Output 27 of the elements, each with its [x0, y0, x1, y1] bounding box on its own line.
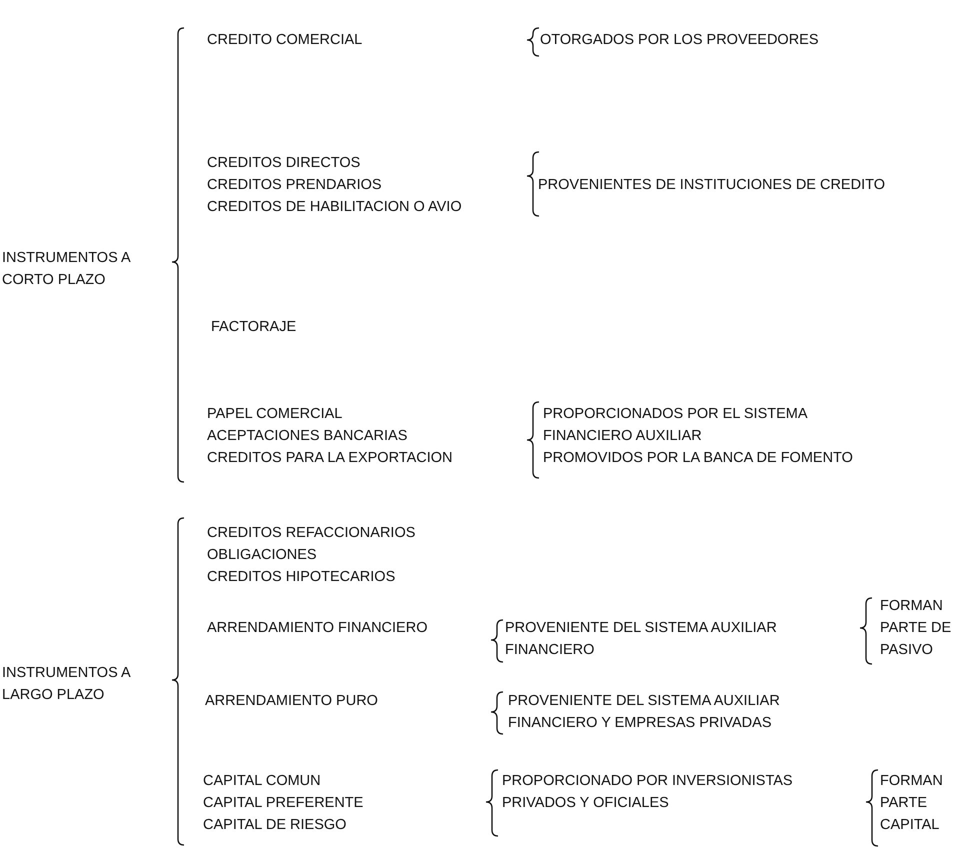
note-label: PROPORCIONADO POR INVERSIONISTAS PRIVADOS Y OFICIALES	[502, 772, 794, 813]
item-label: PAPEL COMERCIAL	[207, 405, 342, 424]
heading-label: INSTRUMENTOS A LARGO PLAZO	[2, 664, 132, 705]
item-label: CAPITAL DE RIESGO	[203, 816, 346, 835]
item-label: ARRENDAMIENTO FINANCIERO	[207, 619, 428, 638]
heading-label: INSTRUMENTOS A CORTO PLAZO	[2, 249, 132, 290]
item-label: FACTORAJE	[211, 318, 296, 337]
note-label: PROMOVIDOS POR LA BANCA DE FOMENTO	[543, 449, 853, 468]
note-label: FORMAN PARTE CAPITAL	[880, 772, 944, 835]
note-label: FORMAN PARTE DE PASIVO	[880, 597, 952, 660]
item-label: CREDITOS PARA LA EXPORTACION	[207, 449, 452, 468]
item-label: CREDITOS PRENDARIOS	[207, 176, 382, 195]
item-label: OBLIGACIONES	[207, 546, 317, 565]
item-label: CREDITOS REFACCIONARIOS	[207, 524, 416, 543]
item-label: CAPITAL PREFERENTE	[203, 794, 364, 813]
note-label: OTORGADOS POR LOS PROVEEDORES	[540, 31, 819, 50]
item-label: CREDITOS HIPOTECARIOS	[207, 568, 396, 587]
item-label: ARRENDAMIENTO PURO	[205, 692, 378, 711]
item-label: CREDITOS DIRECTOS	[207, 154, 360, 173]
note-label: PROVENIENTE DEL SISTEMA AUXILIAR FINANCIERO Y EMPRESAS PRIVADAS	[508, 692, 781, 733]
note-label: PROVENIENTE DEL SISTEMA AUXILIAR FINANCIERO	[505, 619, 778, 660]
item-label: ACEPTACIONES BANCARIAS	[207, 427, 408, 446]
note-label: PROVENIENTES DE INSTITUCIONES DE CREDITO	[538, 176, 885, 195]
item-label: CREDITO COMERCIAL	[207, 31, 362, 50]
note-label: PROPORCIONADOS POR EL SISTEMA FINANCIERO AUXILIAR	[543, 405, 808, 446]
item-label: CAPITAL COMUN	[203, 772, 321, 791]
item-label: CREDITOS DE HABILITACION O AVIO	[207, 198, 462, 217]
